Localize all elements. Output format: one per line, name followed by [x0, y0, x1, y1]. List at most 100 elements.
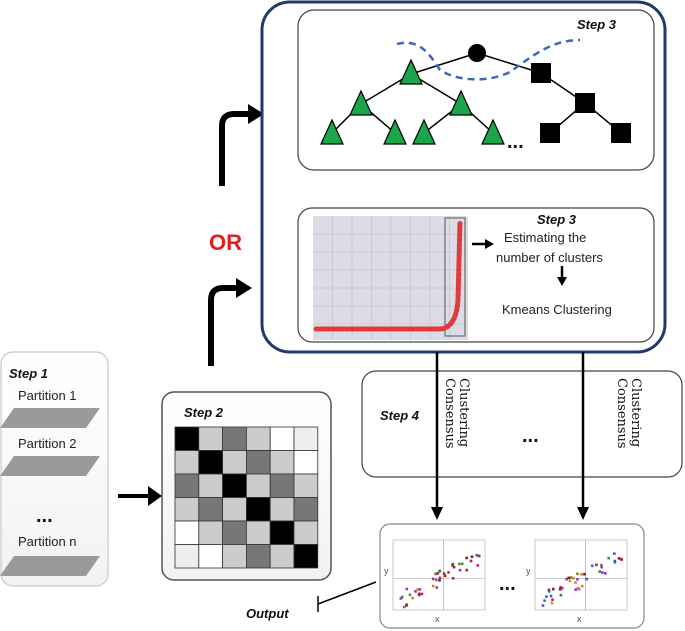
scatter-point [436, 572, 440, 575]
or-label: OR [209, 230, 242, 255]
scatter-point [465, 556, 469, 560]
consensus-right-line1: Consensus [614, 378, 629, 449]
scatter-point [607, 556, 611, 560]
matrix-cell [198, 544, 224, 569]
matrix-cell [222, 544, 247, 569]
scatter-point [465, 568, 469, 572]
scatter-point [470, 555, 474, 559]
scatter-point [585, 577, 588, 581]
arrow-to-kmeans-head [557, 277, 567, 286]
step3-tree-box: Step 3 [297, 9, 655, 171]
matrix-cell [245, 544, 271, 569]
tree-cut-line [396, 38, 581, 81]
partition-1-label: Partition 1 [18, 388, 77, 403]
matrix-cell [293, 497, 319, 522]
matrix-cell [198, 497, 224, 522]
matrix-cell [293, 520, 319, 545]
scatter-point [476, 564, 480, 567]
scatter-right-xlabel: x [577, 614, 582, 624]
scatter-point [572, 576, 575, 580]
scatter-point [598, 570, 601, 573]
scatter-point [565, 577, 568, 581]
matrix-cell [222, 520, 247, 545]
consensus-right-line2: Clustering [628, 378, 643, 447]
matrix-cell [269, 426, 295, 451]
matrix-cell [174, 544, 200, 569]
scatter-point [443, 574, 447, 578]
scatter-point [435, 586, 439, 589]
scatter-frame [392, 539, 486, 611]
scatter-point [601, 571, 604, 574]
scatter-point [400, 595, 404, 599]
scatter-point [545, 595, 548, 598]
scatter-point [460, 562, 464, 566]
arrow-right-down-head [577, 507, 589, 520]
matrix-cell [198, 473, 224, 498]
scatter-point [590, 564, 594, 568]
scatter-point [418, 587, 422, 591]
scatter-point [452, 565, 456, 569]
scatter-point [558, 587, 562, 591]
scatter-point [442, 572, 446, 575]
step1-ellipsis: ... [36, 505, 53, 527]
eigenvalue-curve [313, 219, 463, 332]
scatter-point [576, 578, 579, 581]
matrix-cell [174, 497, 200, 522]
estimate-line1: Estimating the [504, 230, 586, 245]
scatter-point [551, 587, 555, 591]
tree-ellipsis: ... [507, 131, 524, 153]
scatter-point [559, 593, 563, 597]
similarity-matrix [174, 426, 319, 569]
kmeans-label: Kmeans Clustering [502, 302, 612, 317]
scatter-point [561, 586, 564, 590]
scatter-point [458, 568, 462, 572]
output-pointer-line [317, 581, 377, 605]
scatter-point [603, 572, 607, 575]
output-scatter-right [534, 539, 628, 611]
scatter-point [613, 552, 616, 555]
tree-root-node [468, 44, 486, 62]
matrix-cell [222, 426, 247, 451]
scatter-point [580, 584, 584, 588]
scatter-point [431, 584, 435, 588]
scatter-point [408, 593, 412, 597]
step4-label: Step 4 [380, 408, 420, 423]
partition-2-label: Partition 2 [18, 436, 77, 451]
scatter-point [617, 557, 621, 560]
tree-square-nodes [531, 63, 631, 143]
scatter-point [583, 572, 586, 576]
scatter-point [595, 563, 598, 567]
scatter-point [399, 597, 403, 600]
matrix-cell [174, 450, 200, 475]
partition-n-label: Partition n [18, 534, 77, 549]
partition-n-sheet [0, 556, 100, 576]
matrix-cell [198, 426, 224, 451]
matrix-cell [245, 520, 271, 545]
arrow-step2-to-kmeans-head [236, 278, 252, 298]
scatter-point [568, 579, 572, 583]
eigen-plot-area [313, 216, 468, 340]
partition-1-sheet [0, 408, 100, 428]
scatter-point [576, 586, 580, 590]
scatter-point [569, 576, 573, 579]
step1-box: Step 1 Partition 1 Partition 2 ... Parti… [0, 351, 109, 587]
scatter-point [574, 581, 577, 584]
scatter-point [434, 572, 437, 576]
estimate-line2: number of clusters [496, 250, 603, 265]
scatter-point [403, 605, 406, 609]
matrix-cell [245, 426, 271, 451]
matrix-cell [198, 520, 224, 545]
matrix-cell [293, 544, 319, 569]
scatter-point [551, 598, 554, 601]
scatter-point [600, 563, 603, 567]
scatter-point [447, 571, 450, 574]
output-label: Output [246, 606, 289, 621]
scatter-point [559, 585, 563, 589]
scatter-point [416, 588, 419, 592]
arrow-to-tree [219, 111, 250, 186]
scatter-point [576, 572, 579, 576]
eigen-plot-grid [313, 216, 468, 340]
matrix-cell [269, 544, 295, 569]
scatter-point [547, 590, 551, 593]
